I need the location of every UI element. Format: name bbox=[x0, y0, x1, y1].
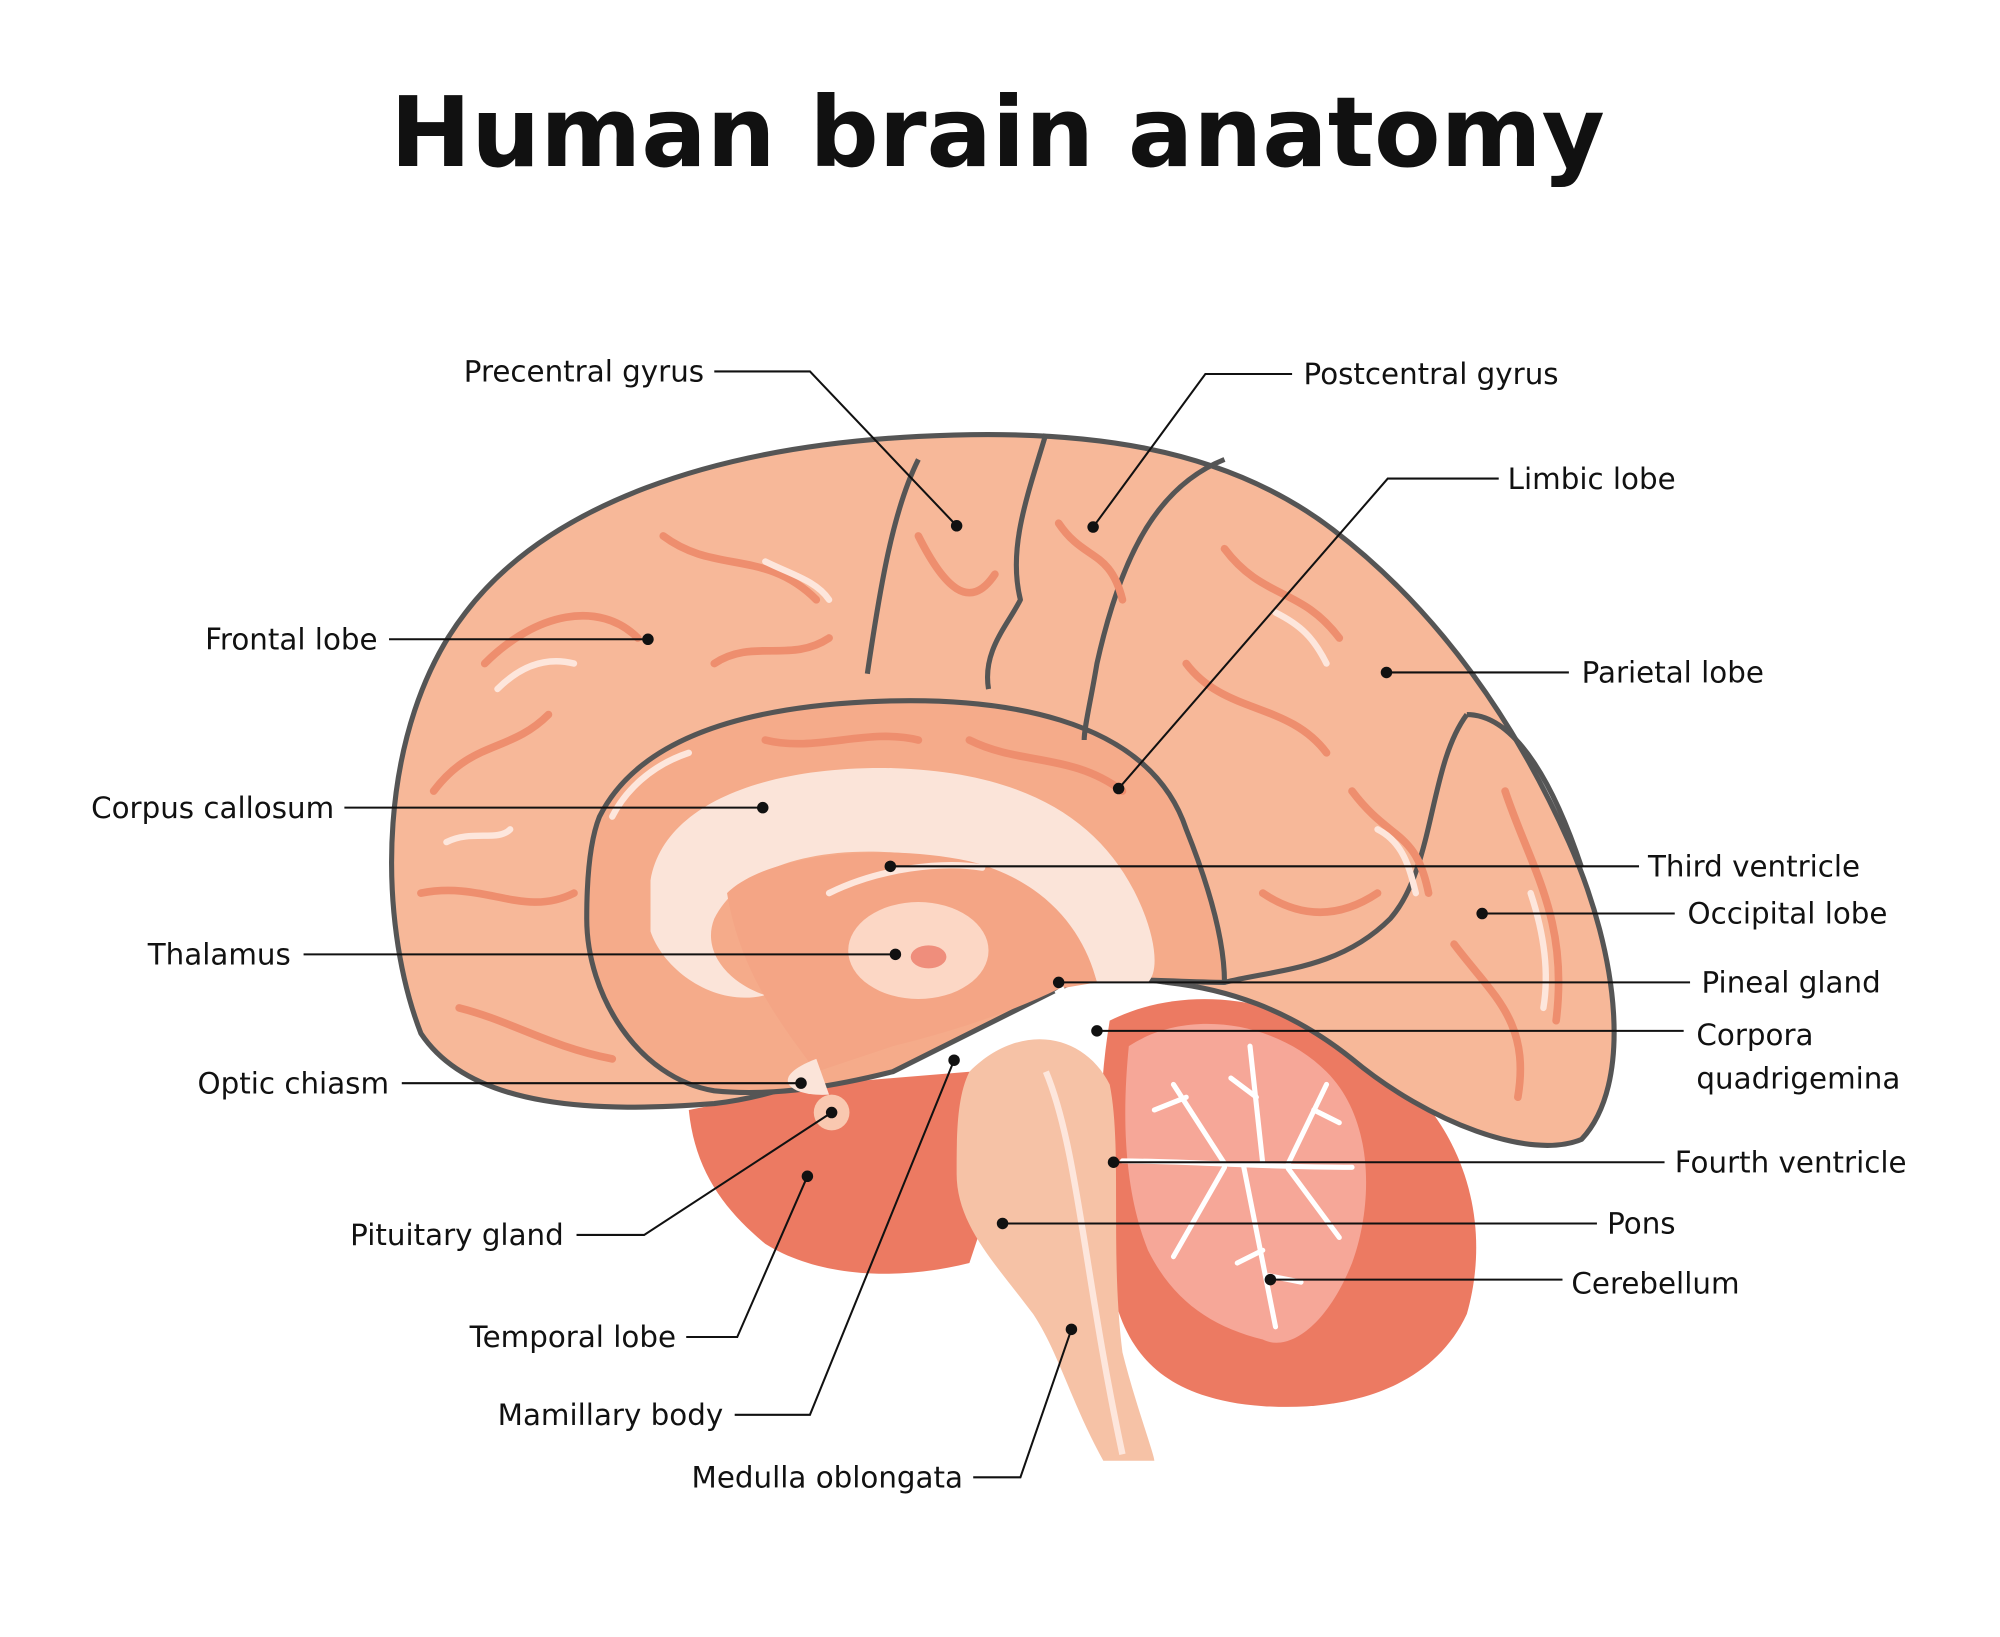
label-temporal-lobe: Temporal lobe bbox=[469, 1320, 676, 1354]
label-pons: Pons bbox=[1607, 1207, 1675, 1241]
label-medulla-oblongata: Medulla oblongata bbox=[692, 1461, 963, 1495]
brain-illustration bbox=[389, 431, 1617, 1461]
label-precentral-gyrus: Precentral gyrus bbox=[464, 355, 704, 389]
label-pineal-gland: Pineal gland bbox=[1702, 966, 1881, 1000]
labels: Precentral gyrus Postcentral gyrus Limbi… bbox=[91, 355, 1906, 1495]
label-occipital-lobe: Occipital lobe bbox=[1688, 897, 1888, 931]
label-corpora-quadrigemina-line1: Corpora bbox=[1696, 1018, 1813, 1052]
label-cerebellum: Cerebellum bbox=[1571, 1267, 1739, 1301]
label-postcentral-gyrus: Postcentral gyrus bbox=[1304, 357, 1559, 391]
label-frontal-lobe: Frontal lobe bbox=[205, 622, 377, 656]
label-parietal-lobe: Parietal lobe bbox=[1582, 656, 1764, 690]
label-fourth-ventricle: Fourth ventricle bbox=[1675, 1145, 1907, 1179]
label-corpus-callosum: Corpus callosum bbox=[91, 791, 334, 825]
leader-lines bbox=[303, 370, 1691, 1479]
label-pituitary-gland: Pituitary gland bbox=[350, 1218, 564, 1252]
diagram-title: Human brain anatomy bbox=[390, 76, 1605, 189]
label-optic-chiasm: Optic chiasm bbox=[198, 1066, 389, 1100]
label-third-ventricle: Third ventricle bbox=[1647, 850, 1860, 884]
label-limbic-lobe: Limbic lobe bbox=[1508, 462, 1676, 496]
label-corpora-quadrigemina-line2: quadrigemina bbox=[1696, 1061, 1900, 1095]
label-mamillary-body: Mamillary body bbox=[498, 1398, 724, 1432]
label-thalamus: Thalamus bbox=[147, 938, 291, 972]
corpus-callosum-region bbox=[650, 767, 1155, 998]
